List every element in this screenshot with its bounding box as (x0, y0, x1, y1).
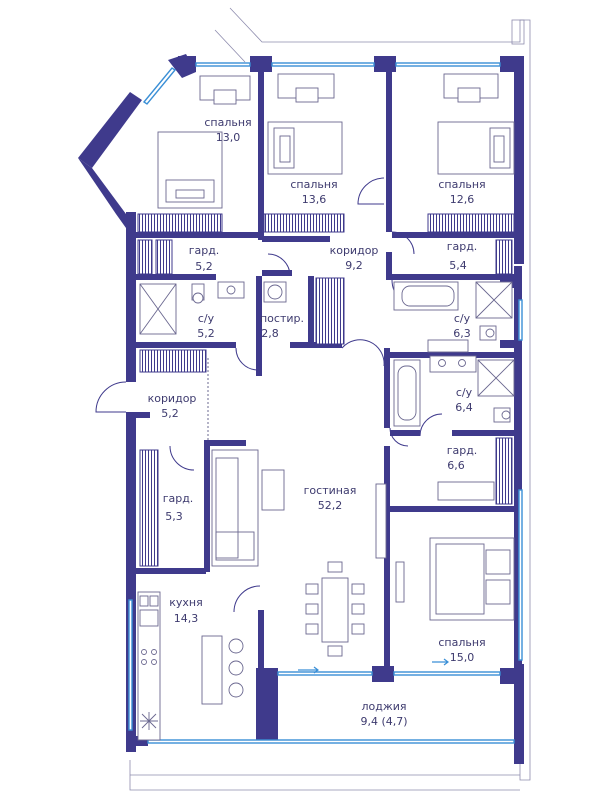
room-area-bathroom-1: 5,2 (197, 327, 215, 340)
room-name-bedroom-1: спальня (204, 116, 251, 129)
room-area-bathroom-2: 6,3 (453, 327, 471, 340)
room-name-wardrobe-4: гард. (163, 492, 194, 505)
room-name-kitchen: кухня (169, 596, 202, 609)
room-area-wardrobe-2: 5,4 (449, 259, 467, 272)
room-name-wardrobe-1: гард. (189, 244, 220, 257)
room-name-loggia: лоджия (361, 700, 406, 713)
room-name-bathroom-2: с/у (454, 312, 471, 325)
room-area-wardrobe-3: 6,6 (447, 459, 465, 472)
room-name-corridor-2: коридор (148, 392, 197, 405)
room-area-living-room: 52,2 (318, 499, 343, 512)
room-area-wardrobe-1: 5,2 (195, 260, 213, 273)
room-area-corridor-1: 9,2 (345, 259, 363, 272)
room-area-bedroom-2: 13,6 (302, 193, 327, 206)
room-name-bedroom-4: спальня (438, 636, 485, 649)
closets (137, 213, 515, 567)
room-name-laundry: постир. (260, 312, 304, 325)
room-area-bedroom-3: 12,6 (450, 193, 475, 206)
room-area-corridor-2: 5,2 (161, 407, 179, 420)
room-name-living-room: гостиная (304, 484, 357, 497)
room-name-bathroom-1: с/у (198, 312, 215, 325)
room-name-wardrobe-2: гард. (447, 240, 478, 253)
room-name-bathroom-3: с/у (456, 386, 473, 399)
room-name-bedroom-2: спальня (290, 178, 337, 191)
room-area-loggia: 9,4 (4,7) (360, 715, 407, 728)
exterior-outline (129, 7, 531, 791)
room-area-wardrobe-4: 5,3 (165, 510, 183, 523)
room-area-bedroom-1: 13,0 (216, 131, 241, 144)
windows (128, 62, 523, 744)
room-area-bedroom-4: 15,0 (450, 651, 475, 664)
walls (78, 54, 524, 764)
room-labels: спальня 13,0 спальня 13,6 спальня 12,6 г… (148, 116, 486, 728)
room-name-corridor-1: коридор (330, 244, 379, 257)
furniture (137, 73, 515, 741)
room-area-kitchen: 14,3 (174, 612, 199, 625)
room-area-laundry: 2,8 (261, 327, 279, 340)
room-name-bedroom-3: спальня (438, 178, 485, 191)
room-name-wardrobe-3: гард. (447, 444, 478, 457)
room-area-bathroom-3: 6,4 (455, 401, 473, 414)
